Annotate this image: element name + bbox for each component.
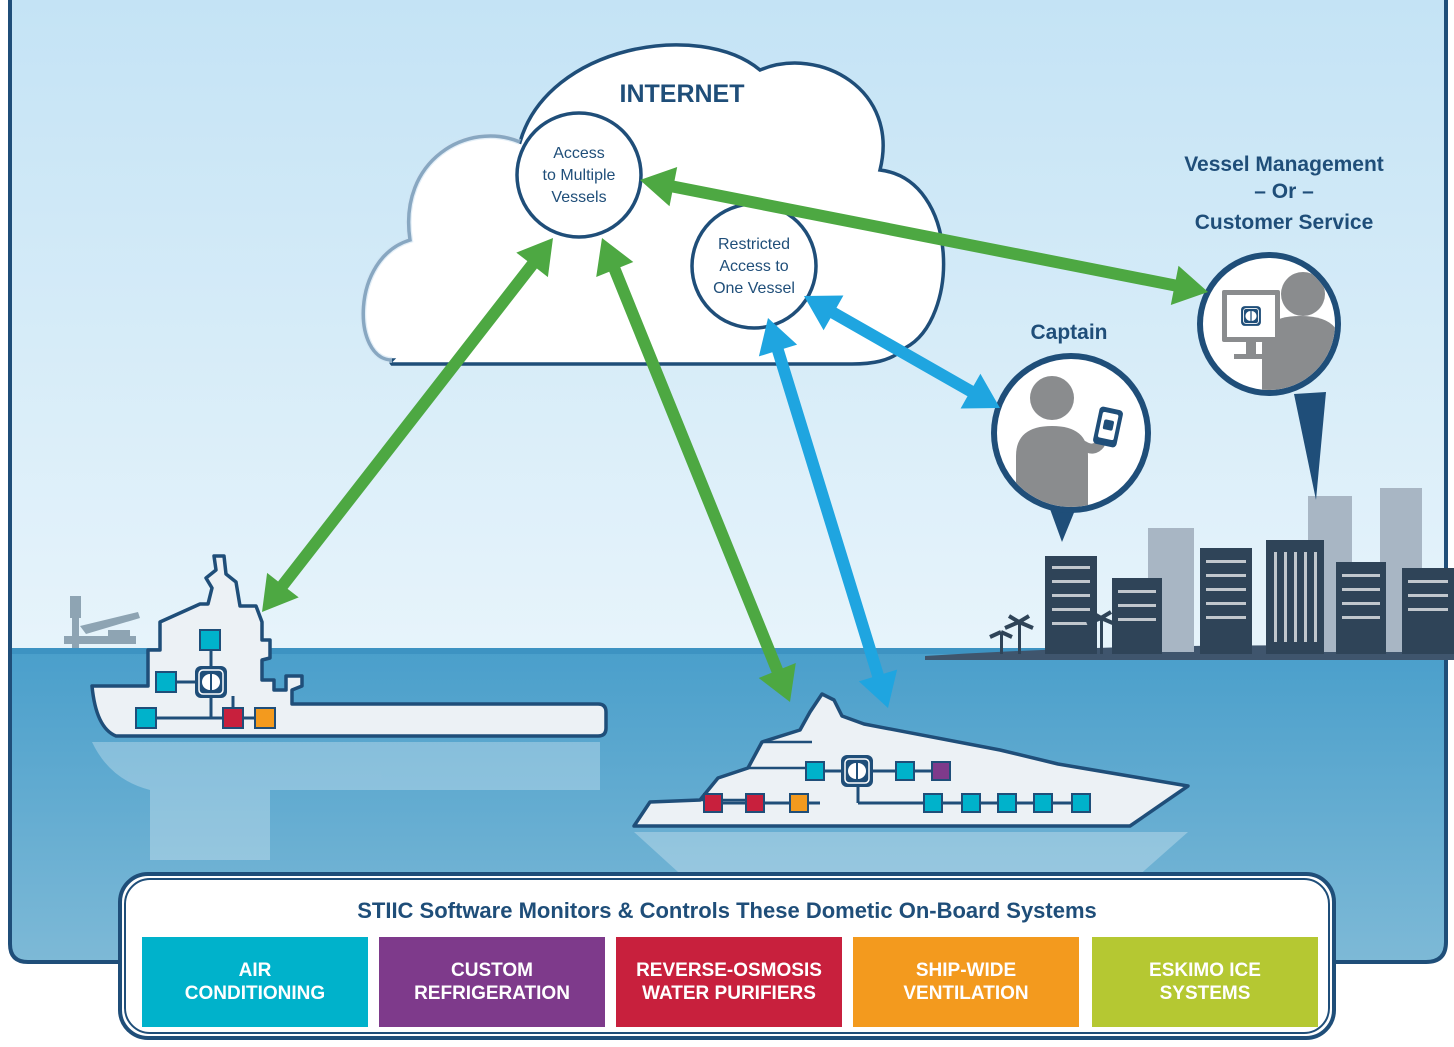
oil-rig	[64, 596, 140, 648]
management-label-line1: Vessel Management	[1184, 153, 1384, 176]
arrow-cloud-to-support-vessel	[262, 238, 553, 612]
legend-items: AIR CONDITIONING CUSTOM REFRIGERATION RE…	[142, 937, 1318, 1027]
cloud-title: INTERNET	[620, 80, 745, 108]
management-bubble	[1197, 252, 1341, 500]
arrow-cloud-to-yacht	[596, 238, 796, 702]
legend-item-air-conditioning: AIR CONDITIONING	[142, 937, 368, 1027]
connection-arrows	[262, 167, 1208, 708]
dometic-logo-icon	[840, 754, 874, 788]
legend-item-custom-refrigeration: CUSTOM REFRIGERATION	[379, 937, 605, 1027]
arrow-restricted-to-yacht	[758, 318, 898, 708]
legend-item-ice-systems: ESKIMO ICE SYSTEMS	[1092, 937, 1318, 1027]
phone-icon	[1093, 406, 1123, 448]
support-vessel	[90, 554, 608, 860]
dometic-logo-icon	[1240, 305, 1262, 327]
management-label-line2: – Or –	[1254, 180, 1314, 203]
captain-bubble	[991, 353, 1151, 542]
arrow-restricted-to-captain	[804, 295, 1000, 409]
dometic-logo-icon	[194, 665, 228, 699]
captain-label: Captain	[1030, 321, 1107, 344]
arrow-cloud-to-management	[640, 167, 1208, 305]
city-skyline	[925, 488, 1454, 660]
yacht-vessel	[632, 692, 1190, 892]
legend-item-ventilation: SHIP-WIDE VENTILATION	[853, 937, 1079, 1027]
management-label-line3: Customer Service	[1195, 211, 1374, 234]
multi-vessel-access-circle	[515, 111, 643, 239]
legend-item-water-purifiers: REVERSE-OSMOSIS WATER PURIFIERS	[616, 937, 842, 1027]
legend-title: STIIC Software Monitors & Controls These…	[357, 898, 1097, 923]
systems-legend: STIIC Software Monitors & Controls These…	[118, 872, 1336, 1040]
person-icon	[1016, 376, 1088, 507]
